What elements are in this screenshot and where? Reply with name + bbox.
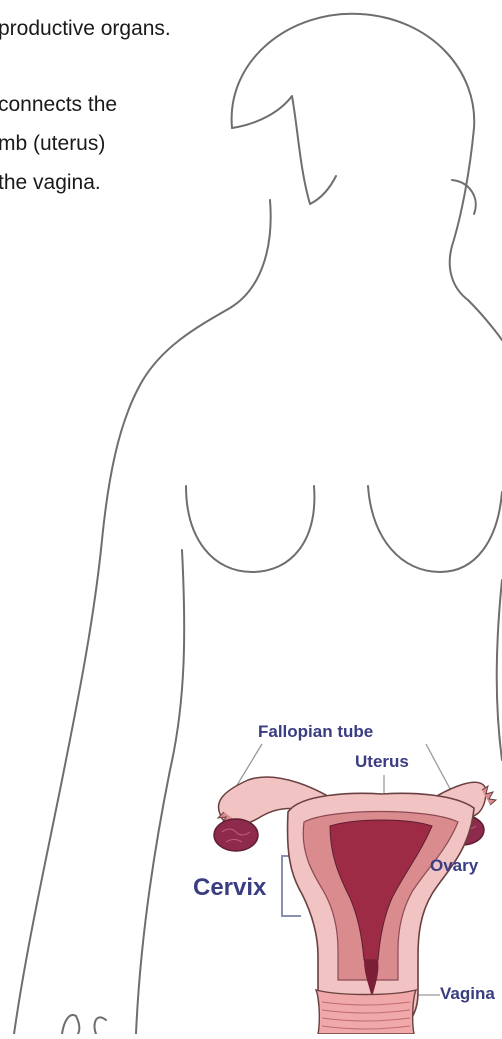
- hair-line: [232, 96, 336, 204]
- right-body-outline: [468, 300, 502, 340]
- right-breast: [368, 486, 502, 572]
- label-vagina: Vagina: [440, 984, 495, 1004]
- right-arm-inner: [497, 580, 502, 760]
- left-breast: [186, 486, 314, 572]
- left-hip: [94, 1017, 106, 1034]
- head-outline: [232, 14, 475, 300]
- left-hand: [62, 1015, 79, 1034]
- left-arm-inner: [136, 550, 184, 1034]
- intro-line-2: connects the: [0, 92, 117, 117]
- label-uterus: Uterus: [355, 752, 409, 772]
- label-fallopian-tube: Fallopian tube: [258, 722, 373, 742]
- label-ovary: Ovary: [430, 856, 478, 876]
- intro-line-1: productive organs.: [0, 16, 171, 41]
- ovary-left: [214, 819, 258, 851]
- intro-line-4: the vagina.: [0, 170, 101, 195]
- label-cervix: Cervix: [193, 874, 266, 902]
- left-shoulder-outline: [14, 200, 271, 1034]
- intro-line-3: mb (uterus): [0, 131, 105, 156]
